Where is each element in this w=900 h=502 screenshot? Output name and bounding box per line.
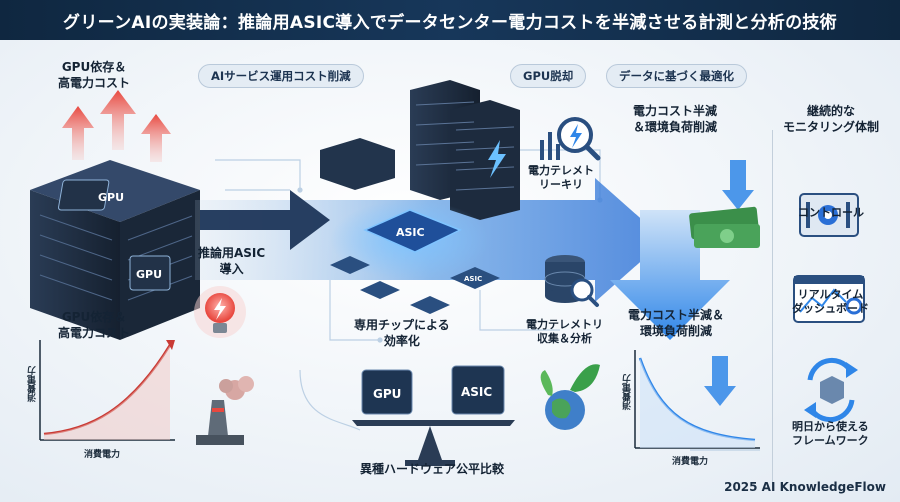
realtime-dashboard-label: リアルタイムダッシュボード	[792, 288, 869, 316]
control-label: コントロール	[798, 206, 864, 219]
asic-center-label: ASIC	[396, 226, 425, 239]
telemetry-leak-label: 電力テレメトリーキリ	[528, 164, 594, 192]
data-opt-pill: データに基づく最適化	[606, 64, 747, 88]
gpu-chip-top-label: GPU	[98, 191, 124, 204]
gpu-exit-pill: GPU脱却	[510, 64, 587, 88]
hetero-compare-label: 異種ハードウェア公平比較	[360, 462, 505, 476]
globe-leaf-icon	[540, 364, 600, 430]
left-chart	[39, 340, 175, 441]
power-half-top-label: 電力コスト半減＆環境負荷削減	[633, 104, 718, 134]
gpu-cost-mid-label: GPU依存＆高電力コスト	[58, 310, 131, 340]
right-axis-x-label: 消費電力	[672, 457, 709, 467]
credit-text: 2025 AI KnowledgeFlow	[724, 480, 886, 494]
asic-chip-icon: ASIC ASIC	[330, 200, 500, 314]
framework-label: 明日から使えるフレームワーク	[792, 420, 869, 448]
scale-asic-label: ASIC	[461, 385, 492, 399]
cycle-box-icon	[804, 358, 858, 422]
dashboard-icon	[793, 275, 865, 323]
chip-efficiency-label: 専用チップによる効率化	[354, 318, 450, 348]
balance-scale-icon: GPU ASIC	[352, 365, 515, 466]
telemetry-collect-label: 電力テレメトリ収集＆分析	[526, 318, 603, 346]
ai-service-pill: AIサービス運用コスト削減	[198, 64, 364, 88]
left-axis-x-label: 消費電力	[84, 450, 121, 460]
title-bar: グリーンAIの実装論：推論用ASIC導入でデータセンター電力コストを半減させる計…	[0, 0, 900, 40]
small-down-arrow-top	[722, 160, 754, 210]
gpu-server-icon: GPU GPU	[30, 160, 200, 340]
factory-icon	[196, 376, 254, 445]
red-up-arrows	[62, 90, 171, 162]
right-axis-y-label: 消費電力	[623, 374, 633, 410]
lightbulb-icon	[194, 286, 246, 338]
continuous-monitoring-label: 継続的なモニタリング体制	[783, 104, 880, 134]
database-icon	[544, 255, 599, 307]
column-divider	[772, 130, 773, 490]
gpu-chip-side-label: GPU	[136, 268, 162, 281]
diagram-graphics: GPU GPU ASIC ASIC	[30, 80, 865, 466]
diagram-canvas: GPU GPU ASIC ASIC	[0, 40, 900, 502]
left-axis-y-label: 消費電力	[28, 366, 38, 402]
gpu-cost-top-label: GPU依存＆高電力コスト	[58, 60, 131, 90]
control-panel-icon	[799, 193, 859, 237]
scale-gpu-label: GPU	[373, 387, 401, 401]
right-chart	[634, 350, 760, 449]
server-rack-icon	[320, 80, 520, 220]
entry-arrow	[200, 190, 330, 250]
page-title: グリーンAIの実装論：推論用ASIC導入でデータセンター電力コストを半減させる計…	[63, 12, 837, 33]
power-half-mid-label: 電力コスト半減＆環境負荷削減	[628, 308, 725, 338]
magnifier-icon	[540, 117, 601, 161]
svg-text:ASIC: ASIC	[464, 275, 482, 283]
money-stack-icon	[689, 206, 760, 248]
